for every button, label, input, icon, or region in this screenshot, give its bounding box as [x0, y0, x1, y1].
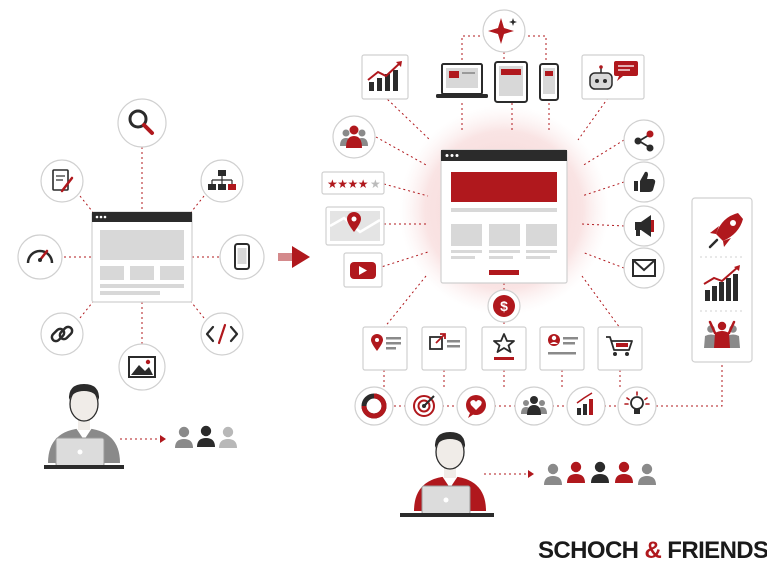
- location-card-icon: [362, 326, 408, 371]
- right-audience-group: [544, 461, 656, 485]
- brand-name-part2: FRIENDS: [667, 537, 767, 564]
- right-hub: ★★★★ ★: [321, 9, 753, 426]
- brand-logo: SCHOCH & FRIENDS: [538, 536, 767, 566]
- image-icon: [118, 343, 166, 391]
- shopping-cart-icon: [597, 326, 643, 371]
- left-audience-group: [175, 425, 237, 448]
- code-icon: [200, 312, 244, 356]
- audience-person-icon: [175, 426, 193, 448]
- audience-person-icon: [591, 461, 609, 483]
- left-marketer-illustration: [44, 384, 124, 469]
- brand-ampersand: &: [644, 537, 662, 564]
- left-hub: [17, 98, 265, 391]
- celebrating-team-icon: [704, 320, 740, 348]
- audience-person-icon: [567, 461, 585, 483]
- growth-bars-icon: [566, 386, 606, 426]
- target-icon: [404, 386, 444, 426]
- dollar-coin-icon: $: [487, 289, 521, 323]
- mobile-phone-icon: [219, 234, 265, 280]
- results-side-panel: [691, 197, 753, 363]
- audience-person-icon: [615, 461, 633, 483]
- brand-name-part1: SCHOCH: [538, 537, 639, 564]
- link-icon: [40, 312, 84, 356]
- rocket-icon: [708, 213, 743, 249]
- star-rating-stars: ★★★★: [327, 177, 368, 191]
- megaphone-icon: [623, 205, 665, 247]
- right-arrow-icon: [278, 246, 310, 268]
- right-connectors: [375, 35, 723, 407]
- arrowhead-icon: [528, 470, 534, 478]
- right-browser-window: [440, 149, 568, 284]
- external-link-card-icon: [421, 326, 467, 371]
- svg-text:$: $: [500, 298, 508, 314]
- audience-person-icon: [544, 463, 562, 485]
- donut-chart-icon: [354, 386, 394, 426]
- chatbot-icon: [581, 54, 645, 100]
- map-pin-icon: [325, 206, 385, 246]
- mail-icon: [623, 247, 665, 289]
- audience-person-icon: [638, 463, 656, 485]
- analytics-chart-icon: [361, 54, 409, 100]
- right-marketer-illustration: [400, 432, 494, 517]
- audience-person-icon: [197, 425, 215, 447]
- devices-icon: [436, 61, 559, 103]
- audience-person-icon: [219, 426, 237, 448]
- group-icon: [514, 386, 554, 426]
- lightbulb-icon: [617, 386, 657, 426]
- arrowhead-icon: [160, 435, 166, 443]
- thumbs-up-icon: [623, 161, 665, 203]
- search-icon: [117, 98, 167, 148]
- sparkle-icon: [482, 9, 526, 53]
- growth-chart-icon: [703, 265, 740, 301]
- share-icon: [623, 119, 665, 161]
- left-browser-window: [91, 211, 193, 303]
- star-card-icon: [481, 326, 527, 371]
- star-rating-empty: ★: [370, 177, 381, 191]
- star-rating-icon: ★★★★ ★: [321, 171, 385, 195]
- profile-card-icon: [539, 326, 585, 371]
- video-play-icon: [343, 252, 383, 288]
- community-icon: [332, 115, 376, 159]
- heart-chat-icon: [456, 386, 496, 426]
- gear-gauge-icon: [17, 234, 63, 280]
- sitemap-icon: [200, 159, 244, 203]
- document-edit-icon: [40, 159, 84, 203]
